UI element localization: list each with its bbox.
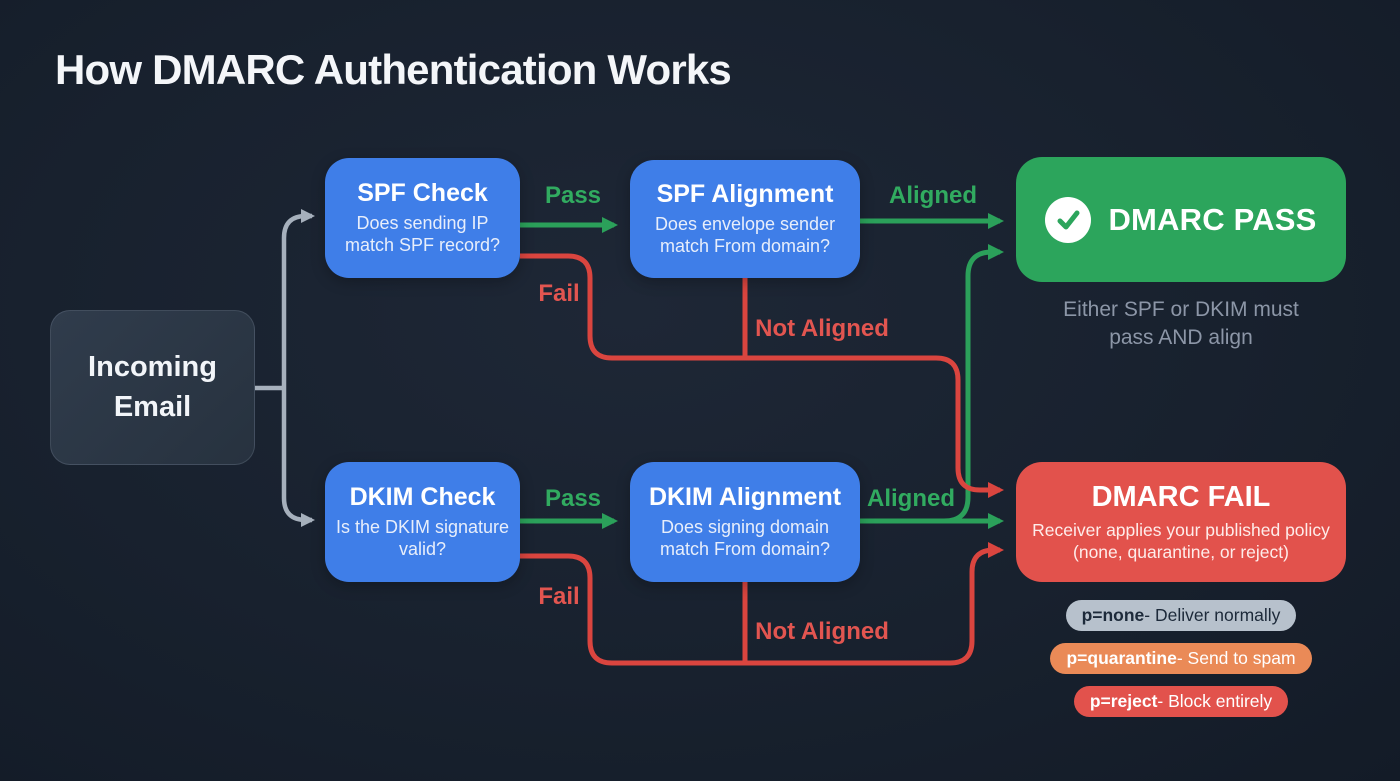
incoming-email-label: Incoming Email [88, 351, 217, 423]
policy-badges: p=none - Deliver normally p=quarantine -… [1016, 600, 1346, 718]
node-spf-check: SPF Check Does sending IP match SPF reco… [325, 158, 520, 278]
check-circle-icon [1045, 196, 1092, 243]
edge-dkim-aligned-up-to-pass [943, 244, 1004, 524]
node-dmarc-fail: DMARC FAIL Receiver applies your publish… [1016, 462, 1346, 582]
dmarc-pass-note: Either SPF or DKIM must pass AND align [1063, 298, 1299, 350]
node-dmarc-pass: DMARC PASS [1016, 157, 1346, 282]
edge-label-spf-pass: Pass [544, 182, 602, 209]
edge-label-spf-not-aligned: Not Aligned [755, 315, 889, 342]
edge-label-dkim-fail: Fail [538, 583, 580, 610]
dkim-alignment-title: DKIM Alignment [648, 483, 842, 512]
policy-badge-reject: p=reject - Block entirely [1073, 686, 1289, 718]
spf-check-title: SPF Check [357, 179, 488, 208]
spf-alignment-subtitle: Does envelope sender match From domain? [654, 214, 836, 256]
policy-badge-none: p=none - Deliver normally [1065, 600, 1297, 632]
spf-alignment-title: SPF Alignment [656, 180, 834, 209]
edge-label-dkim-aligned: Aligned [867, 485, 955, 512]
dkim-check-title: DKIM Check [349, 483, 496, 512]
edge-label-spf-aligned: Aligned [889, 182, 977, 209]
edge-incoming-to-spf [281, 209, 315, 388]
edge-incoming-to-dkim [281, 388, 315, 527]
edge-label-dkim-not-aligned: Not Aligned [755, 618, 889, 645]
page-title: How DMARC Authentication Works [55, 46, 732, 93]
node-dkim-check: DKIM Check Is the DKIM signature valid? [325, 462, 520, 582]
edge-label-spf-fail: Fail [538, 280, 580, 307]
dkim-check-subtitle: Is the DKIM signature valid? [335, 517, 510, 559]
policy-badge-quarantine: p=quarantine - Send to spam [1050, 643, 1312, 675]
dmarc-fail-subtitle: Receiver applies your published policy (… [1032, 519, 1330, 562]
edge-spf-fail-to-fail [520, 253, 1004, 498]
policy-none-desc: - Deliver normally [1144, 605, 1281, 625]
dkim-alignment-subtitle: Does signing domain match From domain? [659, 517, 831, 559]
dmarc-fail-title: DMARC FAIL [1091, 480, 1271, 513]
policy-reject-key: p=reject [1089, 691, 1158, 712]
node-incoming-email: Incoming Email [50, 310, 255, 465]
policy-quarantine-key: p=quarantine [1066, 648, 1177, 669]
spf-check-subtitle: Does sending IP match SPF record? [344, 213, 501, 255]
policy-quarantine-desc: - Send to spam [1176, 648, 1296, 669]
edge-label-dkim-pass: Pass [544, 485, 602, 512]
dmarc-pass-title: DMARC PASS [1108, 201, 1317, 237]
policy-reject-desc: - Block entirely [1157, 691, 1273, 712]
node-spf-alignment: SPF Alignment Does envelope sender match… [630, 160, 860, 278]
node-dkim-alignment: DKIM Alignment Does signing domain match… [630, 462, 860, 582]
policy-none-key: p=none [1081, 605, 1145, 625]
